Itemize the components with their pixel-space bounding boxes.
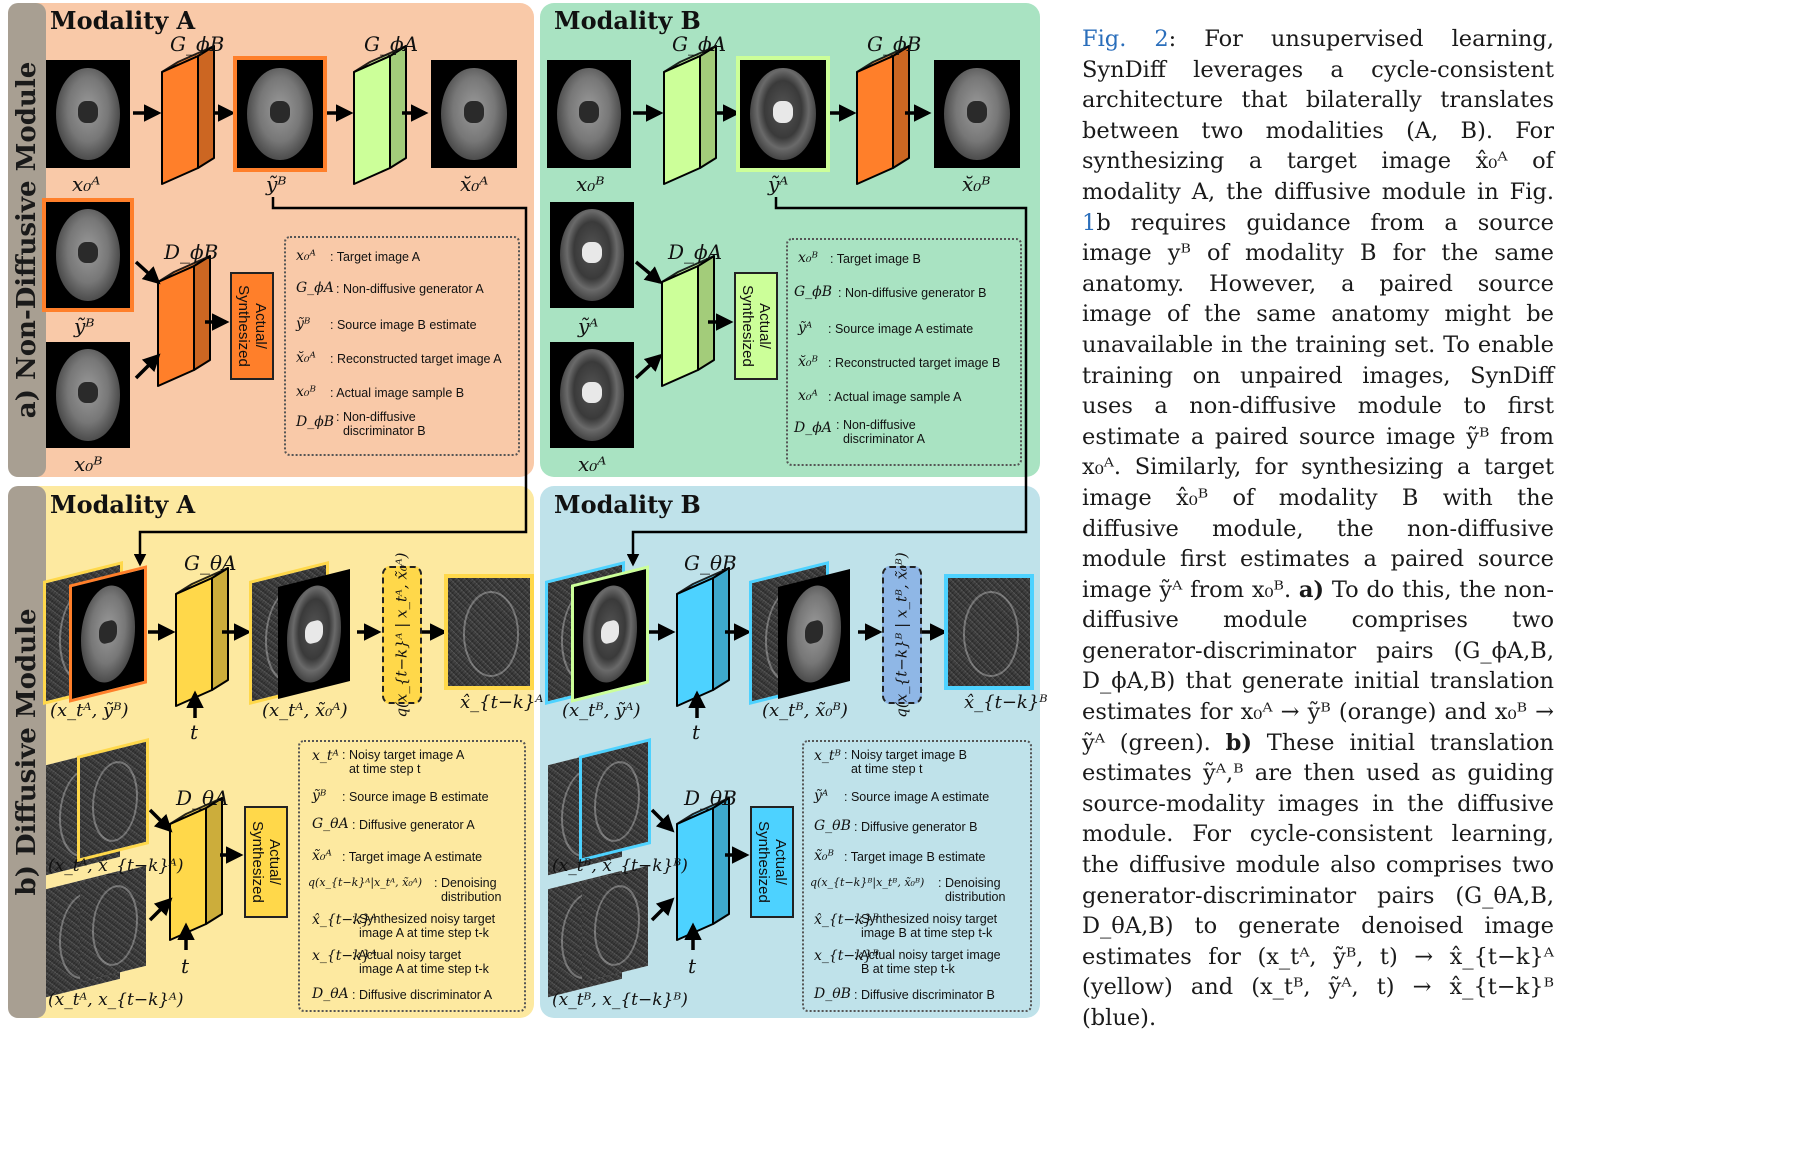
generator-block-phiB [161,45,215,185]
output-actual-synthesized: Actual/ Synthesized [734,272,778,380]
figure-ref-link[interactable]: Fig. 2 [1082,26,1169,52]
figure-caption: Fig. 2: For unsupervised learning, SynDi… [1082,26,1555,1031]
image-label: x₀ᴮ [74,452,103,476]
image-label: (x_tᴮ, ỹᴬ) [562,700,641,721]
image-label: ỹᴮ [74,314,95,338]
noisy-image-x-hat-tkA [444,574,534,690]
discriminator-label: D_θB [684,786,737,810]
mri-image-x0A [46,60,130,168]
denoising-distribution-box: q(x_{t−k}ᴮ | x_tᴮ, x̃₀ᴮ) [882,552,922,718]
output-actual-synthesized: Actual/ Synthesized [230,272,274,380]
generator-label: G_ϕA [672,32,727,56]
image-label: (x_tᴬ, x̃₀ᴬ) [262,700,348,721]
discriminator-block-phiA [661,255,715,387]
time-step-label: t [181,954,190,978]
image-label: (x_tᴮ, x̃₀ᴮ) [762,700,848,721]
generator-label: G_ϕB [170,32,225,56]
mri-image-x-breve-0A [431,60,517,168]
generator-block-phiB [856,45,910,185]
generator-label: G_θA [184,551,237,575]
panel-title: Modality B [554,490,701,519]
discriminator-label: D_θA [176,786,229,810]
image-label: ỹᴮ [266,172,287,196]
panel-title: Modality B [554,6,701,35]
discriminator-block-thetaB [676,797,730,941]
generator-block-phiA [353,45,407,185]
panel-title: Modality A [50,490,196,519]
image-label: (x_tᴮ, x_{t−k}ᴮ) [552,990,688,1010]
image-label: ỹᴬ [578,314,599,338]
side-label-diffusive: b) Diffusive Module [8,486,46,1018]
generator-block-phiA [663,45,717,185]
time-step-label: t [692,720,701,744]
panel-title: Modality A [50,6,196,35]
image-label: x̆₀ᴬ [460,172,489,196]
noisy-image-x-hat-tkA [77,738,149,862]
mri-image-y-tilde-B [69,565,147,703]
time-step-label: t [190,720,199,744]
generator-block-thetaA [175,567,229,707]
diagram-graphics [133,45,1028,950]
image-label: x₀ᴬ [578,452,607,476]
mri-image-y-tilde-B [233,56,327,172]
image-label: x̂_{t−k}ᴬ [460,692,544,713]
image-label: x₀ᴬ [72,172,101,196]
image-label: x̆₀ᴮ [962,172,991,196]
mri-image-y-tilde-A [571,565,649,703]
image-label: (x_tᴮ, x̂_{t−k}ᴮ) [552,856,688,876]
image-label: ỹᴬ [768,172,789,196]
legend-nondiffusive-a: x₀ᴬ: Target image A G_ϕA: Non-diffusive … [284,236,520,456]
mri-image-y-tilde-B [42,198,134,312]
figure-1-link[interactable]: 1 [1082,209,1097,236]
generator-block-thetaB [676,567,730,707]
noisy-image-x-tkA [80,865,146,983]
discriminator-label: D_ϕA [668,240,723,264]
discriminator-label: D_ϕB [164,240,219,264]
noisy-image-x-hat-tkB [944,574,1034,690]
time-step-label: t [688,954,697,978]
image-label: (x_tᴬ, x̂_{t−k}ᴬ) [48,856,184,876]
legend-diffusive-a: x_tᴬ: Noisy target image A at time step … [298,740,526,1012]
discriminator-block-thetaA [169,797,223,941]
generator-label: G_ϕB [867,32,922,56]
mri-image-x0A [550,342,634,448]
noisy-image-x-tkB [582,865,648,983]
side-label-nondiffusive: a) Non-Diffusive Module [8,3,46,477]
denoising-distribution-box: q(x_{t−k}ᴬ | x_tᴬ, x̃₀ᴬ) [382,552,422,718]
generator-label: G_θB [684,551,737,575]
generator-label: G_ϕA [364,32,419,56]
mri-image-x0B [547,60,631,168]
discriminator-block-phiB [157,255,211,387]
mri-image-x-tilde-0B [778,569,850,699]
mri-image-x0B [46,342,130,448]
output-actual-synthesized: Actual/ Synthesized [750,806,794,918]
image-label: (x_tᴬ, ỹᴮ) [50,700,129,721]
output-actual-synthesized: Actual/ Synthesized [244,806,288,918]
mri-image-y-tilde-A [736,56,830,172]
image-label: x₀ᴮ [576,172,605,196]
image-label: x̂_{t−k}ᴮ [964,692,1048,713]
mri-image-x-tilde-0A [278,569,350,699]
legend-diffusive-b: x_tᴮ: Noisy target image B at time step … [802,740,1032,1012]
mri-image-x-breve-0B [934,60,1020,168]
noisy-image-x-hat-tkB [579,738,651,862]
mri-image-y-tilde-A [550,202,634,308]
image-label: (x_tᴬ, x_{t−k}ᴬ) [48,990,184,1010]
legend-nondiffusive-b: x₀ᴮ: Target image B G_ϕB: Non-diffusive … [786,238,1022,466]
